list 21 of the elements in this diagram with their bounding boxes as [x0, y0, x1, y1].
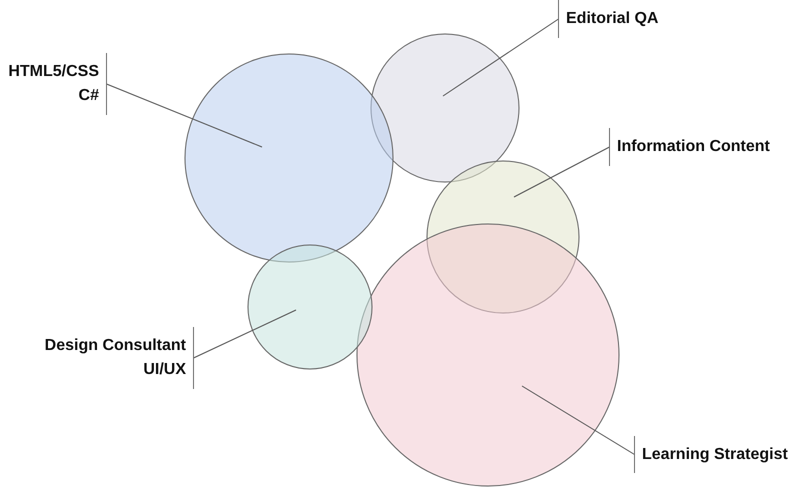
bubble-circle	[370, 33, 520, 183]
bubble-circle	[356, 223, 620, 487]
leader-line	[514, 146, 610, 198]
leader-line	[522, 386, 635, 455]
callout-text: Editorial QA	[566, 9, 658, 29]
callout	[44, 327, 194, 389]
callout-text: C#	[78, 86, 99, 106]
callout	[609, 128, 770, 166]
leader-line	[106, 84, 262, 148]
leader-line	[442, 18, 559, 96]
bubble-circle	[184, 53, 394, 263]
callout-text: Design Consultant	[44, 336, 186, 356]
leader-line	[193, 310, 296, 358]
callout-text: Information Content	[617, 137, 770, 157]
callout	[634, 436, 788, 473]
callout-text: HTML5/CSS	[8, 62, 99, 82]
callout-text: Learning Strategist	[642, 444, 788, 464]
callout-text: UI/UX	[143, 360, 186, 380]
callout	[8, 53, 107, 115]
callout	[558, 0, 658, 38]
bubble-circle	[247, 244, 373, 370]
